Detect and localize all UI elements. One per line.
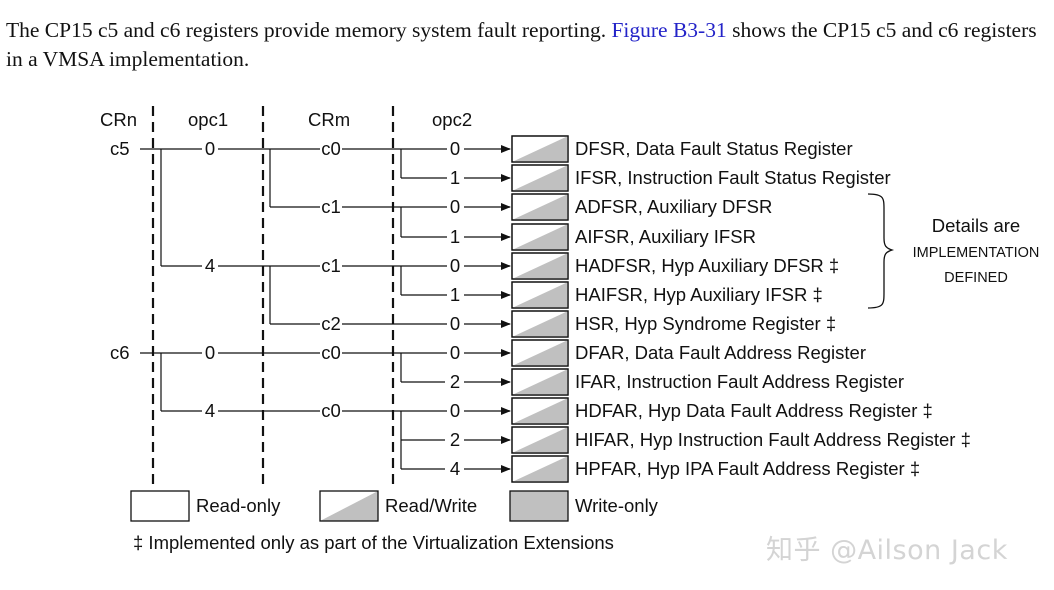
intro-text-2: shows the CP15 c5 and c6 registers in a … [6,18,1037,71]
crm-label: c1 [321,196,341,217]
opc2-label: 1 [450,284,460,305]
register-box-ifsr [511,164,569,192]
figure-link[interactable]: Figure B3-31 [611,18,727,42]
register-box-ifar [511,368,569,396]
crn-c5: c5 [110,138,130,159]
register-name: HADFSR, Hyp Auxiliary DFSR ‡ [575,255,839,276]
note-line-1: Details are [932,215,1020,236]
opc2-label: 0 [450,313,460,334]
opc2-label: 0 [450,138,460,159]
register-box-dfsr [511,135,569,163]
legend-read-only-label: Read-only [196,495,281,516]
register-box-hsr [511,310,569,338]
crm-label: c0 [321,138,341,159]
opc1-label: 0 [205,138,215,159]
opc1-label: 4 [205,255,215,276]
opc2-label: 2 [450,371,460,392]
intro-text-1: The CP15 c5 and c6 registers provide mem… [6,18,612,42]
crm-label: c2 [321,313,341,334]
implementation-brace [867,193,895,309]
crm-label: c0 [321,342,341,363]
register-name: HIFAR, Hyp Instruction Fault Address Reg… [575,429,971,450]
opc2-label: 1 [450,167,460,188]
header-crm: CRm [308,109,350,130]
tree-connectors [140,148,447,470]
note-line-2: IMPLEMENTATION [913,245,1040,261]
register-box-adfsr [511,193,569,221]
register-name: HAIFSR, Hyp Auxiliary IFSR ‡ [575,284,823,305]
register-box-hifar [511,426,569,454]
column-dividers [151,106,395,484]
note-line-3: DEFINED [944,270,1008,286]
opc1-label: 4 [205,400,215,421]
intro-paragraph: The CP15 c5 and c6 registers provide mem… [6,16,1046,74]
legend: Read-only Read/Write Write-only [130,490,659,522]
watermark: 知乎 @Ailson Jack [766,535,1008,566]
register-name: IFAR, Instruction Fault Address Register [575,371,904,392]
register-arrows [464,145,511,473]
legend-read-write-label: Read/Write [385,495,477,516]
register-name: HPFAR, Hyp IPA Fault Address Register ‡ [575,458,920,479]
register-box-hpfar [511,455,569,483]
register-name: HDFAR, Hyp Data Fault Address Register ‡ [575,400,933,421]
opc2-label: 0 [450,196,460,217]
register-box-hadfsr [511,252,569,280]
opc2-label: 2 [450,429,460,450]
opc1-label: 0 [205,342,215,363]
opc2-label: 0 [450,342,460,363]
register-name: DFAR, Data Fault Address Register [575,342,866,363]
header-opc1: opc1 [188,109,228,130]
crn-c6: c6 [110,342,130,363]
legend-write-only-label: Write-only [575,495,659,516]
opc2-label: 1 [450,226,460,247]
crm-label: c1 [321,255,341,276]
register-name: ADFSR, Auxiliary DFSR [575,196,772,217]
legend-read-write-swatch [319,490,379,522]
crm-label: c0 [321,400,341,421]
register-box-aifsr [511,223,569,251]
opc2-label: 0 [450,400,460,421]
register-box-haifsr [511,281,569,309]
register-name: IFSR, Instruction Fault Status Register [575,167,891,188]
header-crn: CRn [100,109,137,130]
register-name: HSR, Hyp Syndrome Register ‡ [575,313,836,334]
legend-read-only-swatch [130,490,190,522]
opc2-label: 4 [450,458,460,479]
legend-write-only-swatch [509,490,569,522]
register-name: DFSR, Data Fault Status Register [575,138,853,159]
register-box-dfar [511,339,569,367]
register-boxes [511,135,569,483]
register-name: AIFSR, Auxiliary IFSR [575,226,756,247]
register-box-hdfar [511,397,569,425]
opc2-label: 0 [450,255,460,276]
footnote: ‡ Implemented only as part of the Virtua… [133,532,614,553]
header-opc2: opc2 [432,109,472,130]
